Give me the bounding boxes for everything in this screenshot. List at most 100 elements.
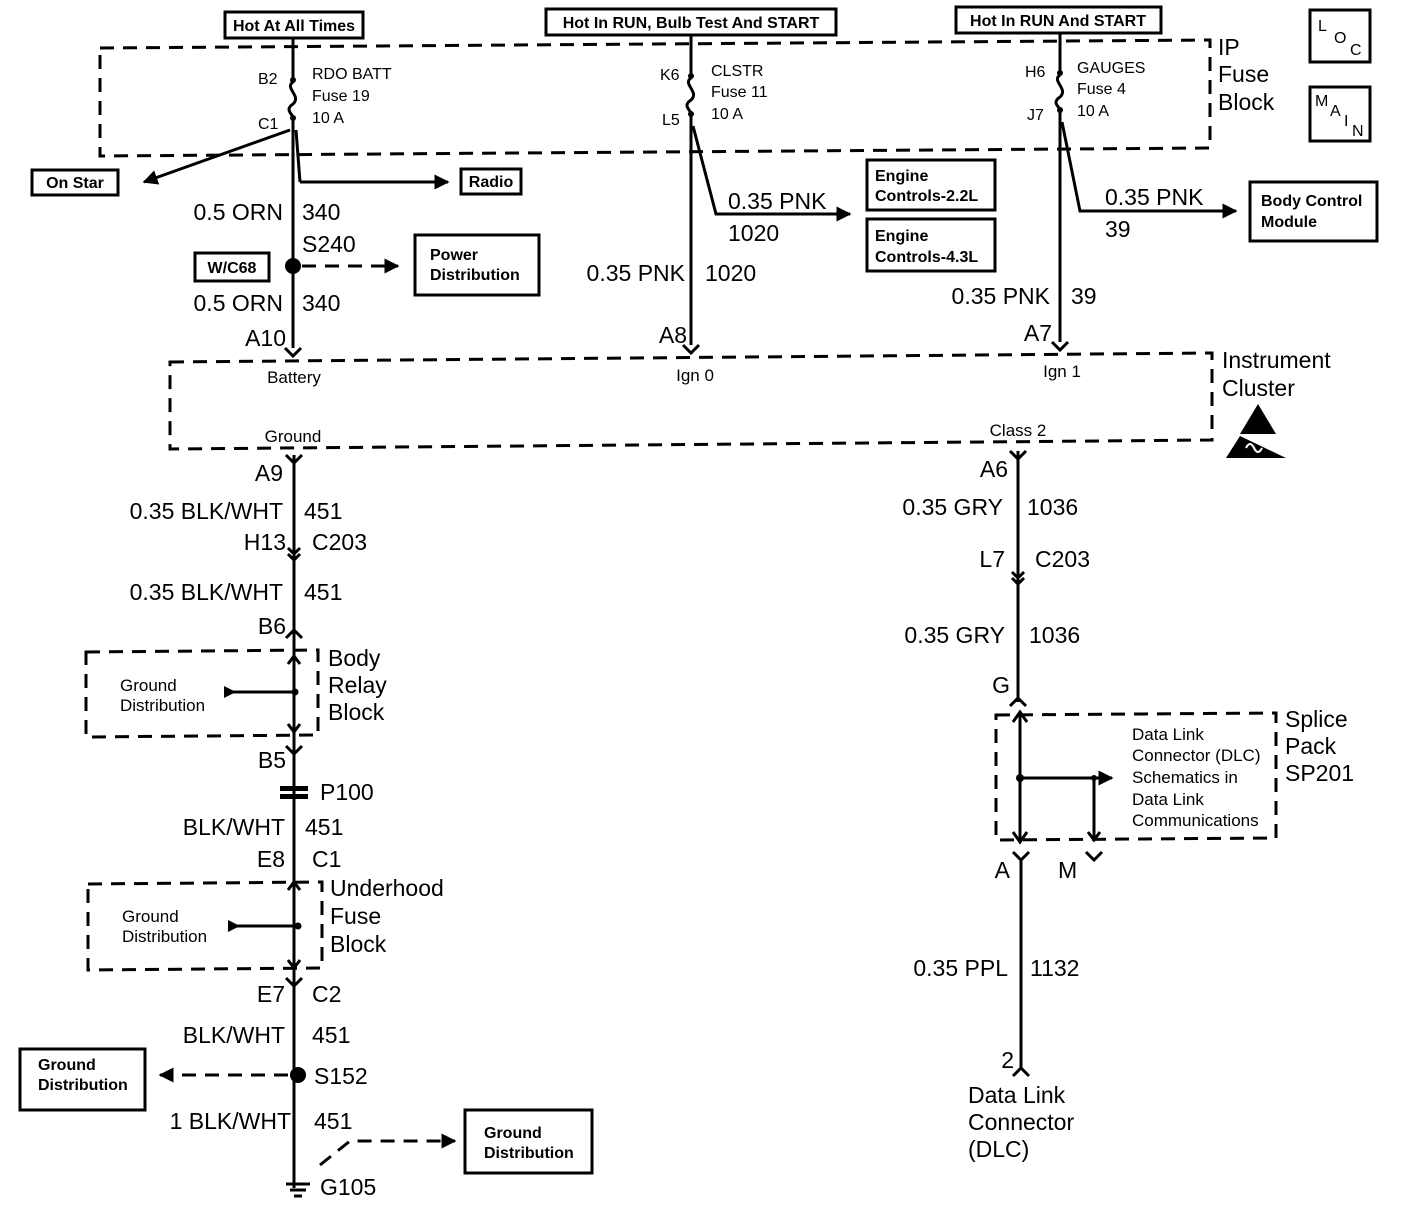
svg-text:Distribution: Distribution [120, 696, 205, 715]
fuse-11-clstr: K6 L5 CLSTR Fuse 11 10 A [660, 35, 768, 129]
svg-text:A10: A10 [245, 325, 286, 351]
svg-text:W/C68: W/C68 [208, 260, 257, 277]
svg-text:Distribution: Distribution [38, 1077, 128, 1094]
svg-text:340: 340 [302, 290, 340, 316]
ground-distribution-s152-reference: Ground Distribution [18, 1047, 147, 1112]
svg-text:SP201: SP201 [1285, 760, 1354, 786]
data-link-connector: Data Link Connector (DLC) [968, 1082, 1074, 1162]
esd-warning-icon [1226, 404, 1286, 458]
svg-text:B2: B2 [258, 71, 278, 88]
svg-text:E8: E8 [257, 846, 285, 872]
svg-text:Fuse: Fuse [330, 903, 381, 929]
svg-text:Pack: Pack [1285, 733, 1337, 759]
svg-text:Block: Block [1218, 89, 1275, 115]
svg-text:1036: 1036 [1027, 494, 1078, 520]
on-star-reference: On Star [30, 168, 120, 197]
radio-reference: Radio [459, 167, 523, 196]
circuit-340: 0.5 ORN 340 S240 0.5 ORN 340 [142, 120, 450, 359]
svg-text:0.35 PNK: 0.35 PNK [587, 260, 686, 286]
svg-text:L: L [1318, 18, 1327, 35]
svg-text:Data Link: Data Link [1132, 790, 1204, 809]
svg-text:B5: B5 [258, 747, 286, 773]
circuit-1020: 0.35 PNK 1020 0.35 PNK 1020 [587, 116, 852, 356]
svg-text:451: 451 [305, 814, 343, 840]
svg-text:Module: Module [1261, 214, 1317, 231]
svg-text:L7: L7 [979, 546, 1005, 572]
svg-text:451: 451 [304, 579, 342, 605]
svg-text:Body: Body [328, 645, 381, 671]
svg-text:Block: Block [328, 699, 385, 725]
svg-text:Controls-4.3L: Controls-4.3L [875, 249, 978, 266]
underhood-fuse-block: Underhood Fuse Block Ground Distribution [86, 875, 444, 972]
svg-text:Ground: Ground [38, 1057, 96, 1074]
svg-text:0.35 BLK/WHT: 0.35 BLK/WHT [130, 498, 283, 524]
circuit-451: A9 0.35 BLK/WHT 451 H13 C203 0.35 BLK/WH… [130, 453, 457, 1188]
svg-text:Relay: Relay [328, 672, 387, 698]
circuit-1132: A M 0.35 PPL 1132 2 [913, 850, 1104, 1078]
svg-text:M: M [1315, 93, 1328, 110]
ground-g105-icon: G105 [286, 1174, 376, 1200]
svg-text:CLSTR: CLSTR [711, 63, 763, 80]
svg-text:1132: 1132 [1030, 955, 1079, 981]
svg-text:A6: A6 [980, 456, 1008, 482]
splice-pack-sp201: Splice Pack SP201 Data Link Connector (D… [994, 706, 1354, 845]
svg-text:Body Control: Body Control [1261, 193, 1362, 210]
svg-text:Data Link: Data Link [1132, 725, 1204, 744]
svg-text:G105: G105 [320, 1174, 376, 1200]
svg-text:O: O [1334, 30, 1346, 47]
svg-text:IP: IP [1218, 34, 1240, 60]
svg-text:0.5 ORN: 0.5 ORN [194, 199, 283, 225]
svg-text:Cluster: Cluster [1222, 375, 1295, 401]
svg-text:C2: C2 [312, 981, 341, 1007]
svg-text:340: 340 [302, 199, 340, 225]
svg-text:Fuse: Fuse [1218, 61, 1269, 87]
circuit-39: 0.35 PNK 39 0.35 PNK 39 [952, 112, 1238, 353]
svg-text:M: M [1058, 857, 1077, 883]
svg-text:H13: H13 [244, 529, 286, 555]
svg-text:Controls-2.2L: Controls-2.2L [875, 188, 978, 205]
svg-text:0.35 PNK: 0.35 PNK [728, 188, 827, 214]
svg-text:Fuse 4: Fuse 4 [1077, 81, 1126, 98]
svg-text:Connector (DLC): Connector (DLC) [1132, 746, 1261, 765]
svg-text:A: A [995, 857, 1011, 883]
svg-text:H6: H6 [1025, 64, 1046, 81]
svg-text:Ign 0: Ign 0 [676, 366, 714, 385]
svg-text:L5: L5 [662, 112, 680, 129]
svg-text:Radio: Radio [469, 174, 514, 191]
svg-text:0.35 PNK: 0.35 PNK [1105, 184, 1204, 210]
engine-controls-22-reference: Engine Controls-2.2L [865, 158, 997, 212]
svg-text:39: 39 [1071, 283, 1097, 309]
svg-text:Ground: Ground [122, 907, 179, 926]
svg-text:Ground: Ground [120, 676, 177, 695]
svg-text:Battery: Battery [267, 368, 321, 387]
svg-text:BLK/WHT: BLK/WHT [183, 1022, 285, 1048]
svg-text:Distribution: Distribution [122, 927, 207, 946]
svg-text:RDO BATT: RDO BATT [312, 66, 392, 83]
svg-text:C203: C203 [1035, 546, 1090, 572]
svg-text:I: I [1344, 113, 1348, 130]
svg-text:C203: C203 [312, 529, 367, 555]
svg-text:Fuse 11: Fuse 11 [711, 84, 768, 101]
svg-text:10 A: 10 A [1077, 103, 1109, 120]
svg-text:K6: K6 [660, 67, 680, 84]
body-control-module-reference: Body Control Module [1248, 180, 1379, 243]
svg-text:C: C [1350, 42, 1362, 59]
svg-text:Connector: Connector [968, 1109, 1074, 1135]
svg-text:10 A: 10 A [711, 106, 743, 123]
svg-text:P100: P100 [320, 779, 374, 805]
svg-text:Block: Block [330, 931, 387, 957]
svg-text:Engine: Engine [875, 168, 928, 185]
svg-text:Underhood: Underhood [330, 875, 444, 901]
splice-s152: S152 [314, 1063, 368, 1089]
svg-text:0.35 GRY: 0.35 GRY [904, 622, 1005, 648]
svg-text:0.35 PPL: 0.35 PPL [913, 955, 1008, 981]
svg-text:1036: 1036 [1029, 622, 1080, 648]
svg-text:Instrument: Instrument [1222, 347, 1331, 373]
svg-text:0.35 BLK/WHT: 0.35 BLK/WHT [130, 579, 283, 605]
fuse-4-gauges: H6 J7 GAUGES Fuse 4 10 A [1025, 33, 1145, 124]
svg-text:Ground: Ground [484, 1125, 542, 1142]
svg-text:Fuse 19: Fuse 19 [312, 88, 370, 105]
svg-text:451: 451 [304, 498, 342, 524]
svg-text:On Star: On Star [46, 175, 104, 192]
